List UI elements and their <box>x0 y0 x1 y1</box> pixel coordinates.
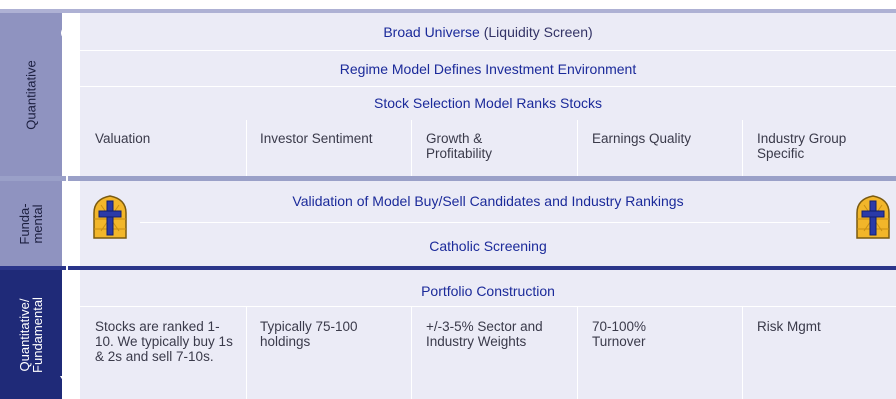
row-separator <box>80 50 896 51</box>
band-quant-fundamental: Quantitative/ Fundamental <box>0 270 62 399</box>
band-fundamental-label: Funda- mental <box>17 203 45 244</box>
band-fundamental-text-2: mental <box>30 203 45 244</box>
factor-investor-sentiment: Investor Sentiment <box>260 131 373 146</box>
liquidity-screen-text: (Liquidity Screen) <box>483 24 593 40</box>
top-divider <box>0 9 896 13</box>
band-quantitative-label: Quantitative <box>23 59 39 130</box>
portfolio-divider <box>577 307 578 399</box>
factor-industry-group: Industry Group Specific <box>757 131 847 161</box>
portfolio-divider <box>246 307 247 399</box>
process-arrow-head <box>60 376 74 387</box>
lower-divider <box>80 266 896 270</box>
middle-divider <box>0 176 896 181</box>
regime-model-row: Regime Model Defines Investment Environm… <box>339 61 637 77</box>
band-fundamental: Funda- mental <box>0 181 62 266</box>
quantitative-panel <box>80 13 896 176</box>
portfolio-weights: +/-3-5% Sector and Industry Weights <box>426 319 543 349</box>
band-quantitative-text: Quantitative <box>23 59 39 130</box>
factor-earnings-quality: Earnings Quality <box>592 131 692 146</box>
portfolio-construction-title: Portfolio Construction <box>421 283 555 299</box>
factor-divider <box>742 120 743 176</box>
band-quant-fundamental-label: Quantitative/ Fundamental <box>17 296 45 373</box>
row-separator <box>140 222 830 223</box>
fundamental-panel <box>80 181 896 266</box>
row-separator <box>80 306 896 307</box>
factor-valuation: Valuation <box>95 131 151 146</box>
band-quant-fundamental-text-2: Fundamental <box>30 296 45 373</box>
portfolio-divider <box>411 307 412 399</box>
stock-selection-row: Stock Selection Model Ranks Stocks <box>374 95 602 111</box>
portfolio-turnover: 70-100% Turnover <box>592 319 647 349</box>
factor-divider <box>411 120 412 176</box>
band-quantitative: Quantitative <box>0 13 62 176</box>
factor-divider <box>577 120 578 176</box>
portfolio-holdings: Typically 75-100 holdings <box>260 319 358 349</box>
portfolio-ranking: Stocks are ranked 1-10. We typically buy… <box>95 319 233 364</box>
broad-universe-row: Broad Universe (Liquidity Screen) <box>80 24 896 40</box>
lower-divider-left <box>0 266 80 270</box>
process-arrow-line <box>66 32 68 380</box>
catholic-screening-row: Catholic Screening <box>429 238 547 254</box>
portfolio-panel <box>80 270 896 399</box>
portfolio-risk-mgmt: Risk Mgmt <box>757 319 821 334</box>
factor-divider <box>246 120 247 176</box>
portfolio-divider <box>742 307 743 399</box>
stained-glass-cross-icon <box>93 195 127 239</box>
validation-row: Validation of Model Buy/Sell Candidates … <box>292 193 684 209</box>
stained-glass-cross-icon <box>856 195 890 239</box>
process-arrow-start <box>61 27 73 39</box>
factor-growth-profitability: Growth & Profitability <box>426 131 493 161</box>
row-separator <box>80 86 896 87</box>
broad-universe-text: Broad Universe <box>383 24 480 40</box>
